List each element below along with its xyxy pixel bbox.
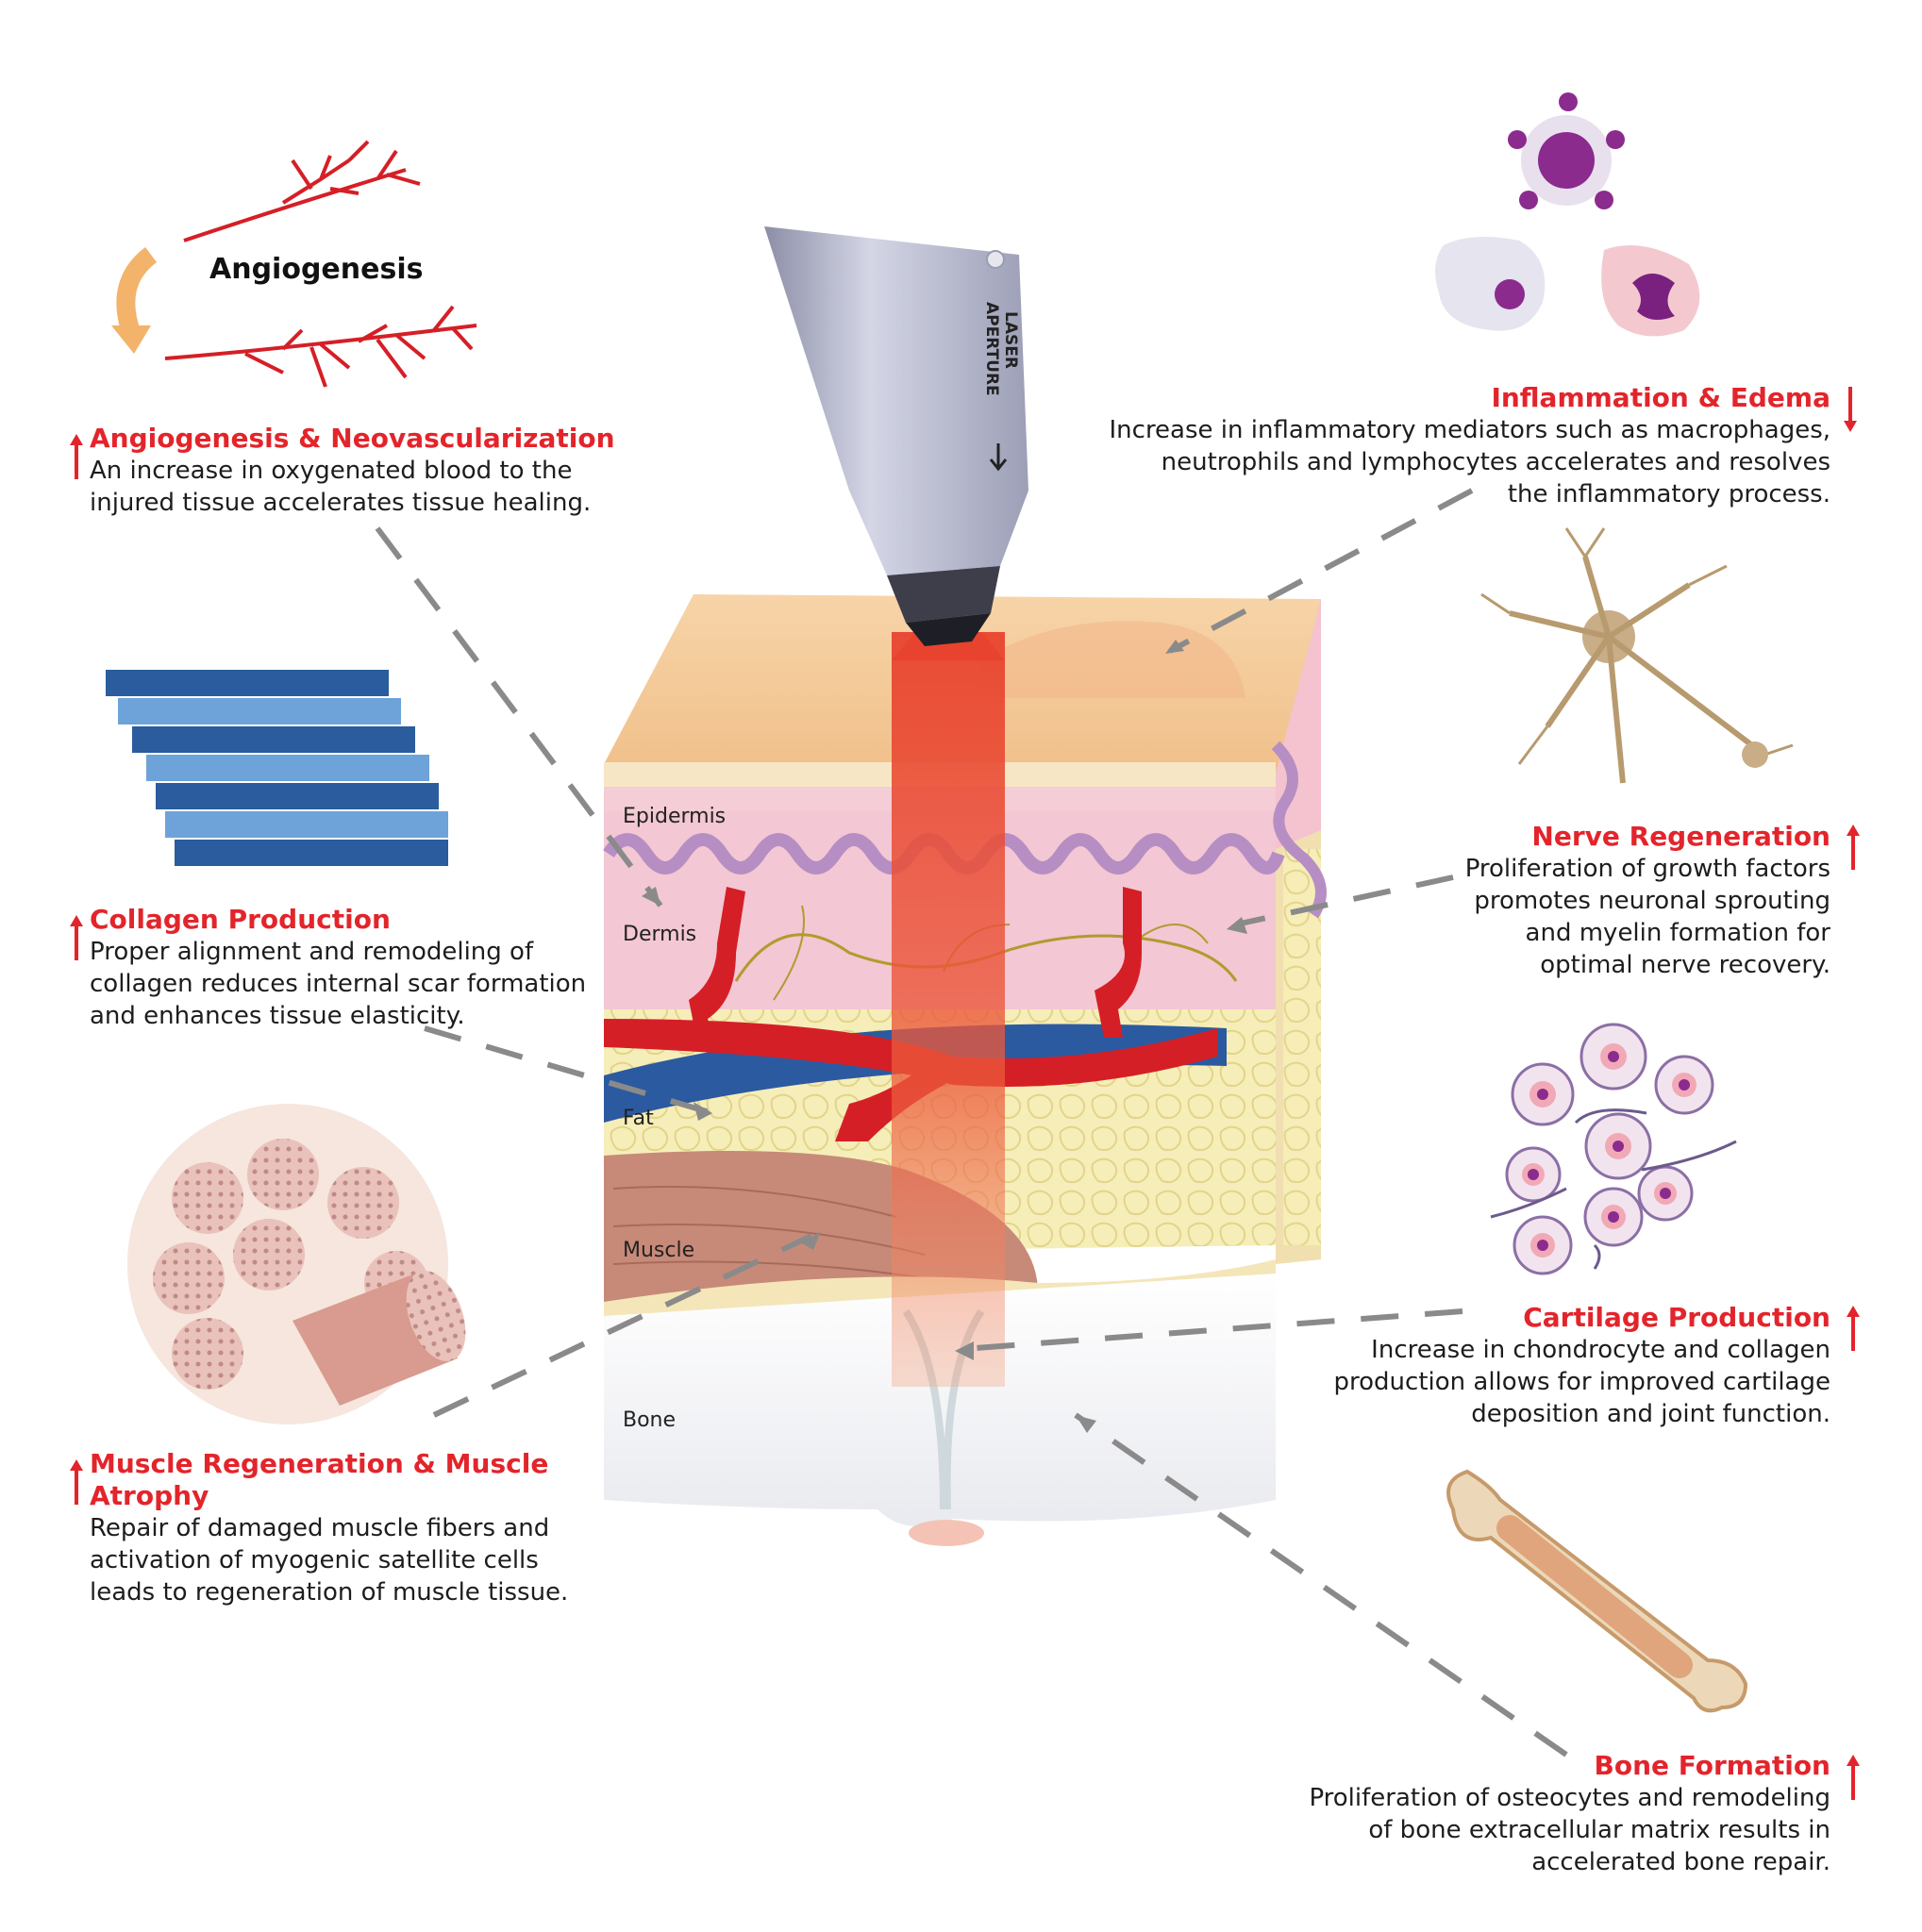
cartilage-desc-line-1: Increase in chondrocyte and collagen	[1371, 1336, 1830, 1364]
bone-illustration	[1446, 1469, 1748, 1713]
inflammation-desc-line-3: the inflammatory process.	[1507, 480, 1830, 508]
angiogenesis-desc-line-2: injured tissue accelerates tissue healin…	[90, 489, 592, 517]
collagen-title: Collagen Production	[90, 904, 391, 935]
bone-block: Bone Formation Proliferation of osteocyt…	[1227, 1750, 1830, 1878]
increase-arrow-icon	[70, 915, 83, 960]
inflammation-desc-line-1: Increase in inflammatory mediators such …	[1109, 416, 1831, 444]
increase-arrow-icon	[1847, 824, 1860, 870]
cartilage-block: Cartilage Production Increase in chondro…	[1227, 1302, 1830, 1430]
inflammation-desc-line-2: neutrophils and lymphocytes accelerates …	[1161, 448, 1830, 476]
laser-device: LASER APERTURE	[764, 226, 1028, 646]
leader-arrowheads	[642, 640, 1247, 1433]
muscle-desc-line-3: leads to regeneration of muscle tissue.	[90, 1578, 569, 1607]
bone-title: Bone Formation	[1594, 1750, 1830, 1781]
inflammation-title: Inflammation & Edema	[1491, 382, 1830, 413]
muscle-desc-line-2: activation of myogenic satellite cells	[90, 1546, 539, 1574]
muscle-block: Muscle Regeneration & Muscle Atrophy Rep…	[90, 1448, 675, 1608]
angiogenesis-block: Angiogenesis & Neovascularization An inc…	[90, 423, 618, 519]
bone-desc-line-2: of bone extracellular matrix results in	[1368, 1816, 1830, 1844]
fat-label: Fat	[623, 1107, 654, 1130]
aperture-text-line1: LASER	[1001, 311, 1020, 369]
bone-desc-line-1: Proliferation of osteocytes and remodeli…	[1309, 1784, 1830, 1812]
angiogenesis-title: Angiogenesis & Neovascularization	[90, 423, 615, 454]
arrow-down-icon	[989, 443, 1008, 472]
nerve-block: Nerve Regeneration Proliferation of grow…	[1227, 821, 1830, 981]
cartilage-title: Cartilage Production	[1523, 1302, 1830, 1333]
nerve-desc-line-2: promotes neuronal sprouting	[1474, 887, 1830, 915]
immune-cells-illustration	[1435, 92, 1700, 337]
increase-arrow-icon	[1847, 1755, 1860, 1800]
muscle-title: Muscle Regeneration & Muscle Atrophy	[90, 1448, 549, 1511]
cartilage-desc-line-2: production allows for improved cartilage	[1333, 1368, 1830, 1396]
dermis-label: Dermis	[623, 923, 697, 946]
epidermis-label: Epidermis	[623, 805, 727, 828]
angiogenesis-illustration	[111, 140, 477, 388]
decrease-arrow-icon	[1844, 387, 1857, 432]
collagen-illustration	[106, 670, 448, 866]
nerve-desc-line-1: Proliferation of growth factors	[1464, 855, 1830, 883]
collagen-block: Collagen Production Proper alignment and…	[90, 904, 618, 1032]
muscle-fiber-illustration	[127, 1104, 466, 1424]
cartilage-desc-line-3: deposition and joint function.	[1471, 1400, 1830, 1428]
collagen-desc-line-3: and enhances tissue elasticity.	[90, 1002, 465, 1030]
collagen-desc-line-1: Proper alignment and remodeling of	[90, 938, 534, 966]
nerve-desc-line-4: optimal nerve recovery.	[1540, 951, 1830, 979]
nerve-desc-line-3: and myelin formation for	[1525, 919, 1830, 947]
muscle-desc-line-1: Repair of damaged muscle fibers and	[90, 1514, 550, 1542]
increase-arrow-icon	[70, 434, 83, 479]
collagen-desc-line-2: collagen reduces internal scar formation	[90, 970, 587, 998]
laser-beam	[892, 632, 1005, 1387]
inflammation-block: Inflammation & Edema Increase in inflamm…	[1038, 382, 1831, 510]
angiogenesis-illustration-label: Angiogenesis	[209, 253, 424, 286]
leader-lines	[375, 488, 1568, 1757]
muscle-label: Muscle	[623, 1239, 695, 1262]
nerve-title: Nerve Regeneration	[1531, 821, 1830, 852]
bone-desc-line-3: accelerated bone repair.	[1531, 1848, 1830, 1876]
chondrocyte-illustration	[1490, 1023, 1737, 1275]
aperture-text-line2: APERTURE	[982, 302, 1001, 396]
increase-arrow-icon	[1847, 1306, 1860, 1351]
neuron-illustration	[1480, 527, 1794, 784]
bone-label: Bone	[623, 1408, 677, 1432]
angiogenesis-desc-line-1: An increase in oxygenated blood to the	[90, 457, 573, 485]
increase-arrow-icon	[70, 1459, 83, 1505]
